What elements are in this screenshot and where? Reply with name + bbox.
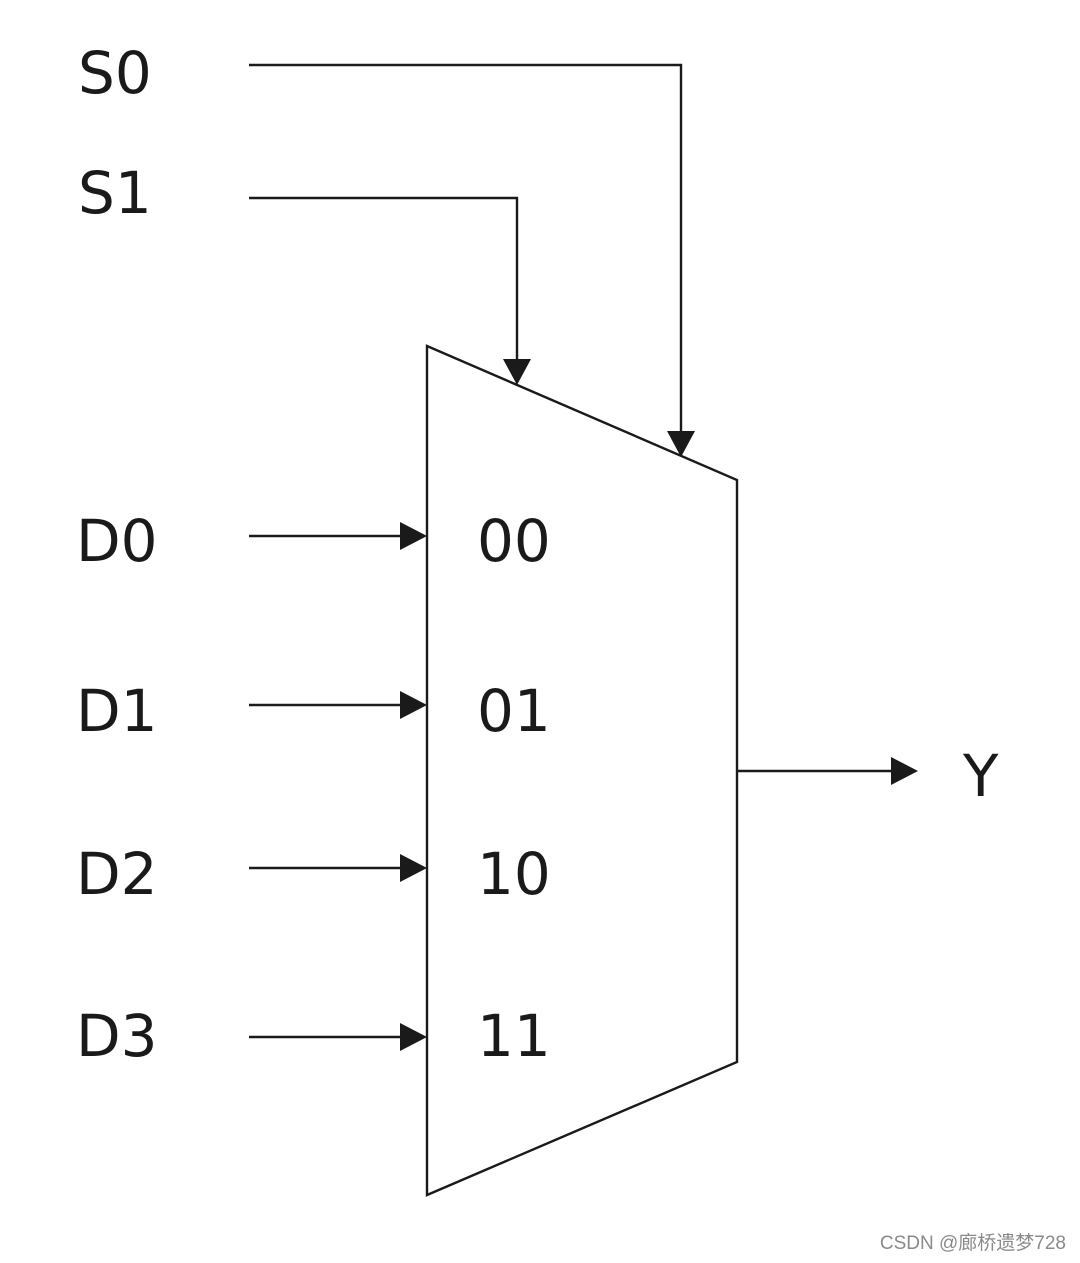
s1-label: S1 — [78, 159, 152, 227]
d0-code-label: 00 — [477, 507, 551, 575]
data-input-d1: D1 01 — [76, 677, 551, 745]
y-label: Y — [962, 742, 999, 810]
d3-arrowhead — [400, 1023, 427, 1051]
s1-wire — [249, 196, 519, 360]
d2-label: D2 — [76, 840, 158, 908]
select-line-s0: S0 — [78, 39, 695, 457]
d1-arrowhead — [400, 691, 427, 719]
data-input-d2: D2 10 — [76, 840, 551, 908]
d2-code-label: 10 — [477, 840, 551, 908]
d3-code-label: 11 — [477, 1002, 551, 1070]
output-y: Y — [737, 742, 999, 810]
s0-wire — [249, 63, 683, 432]
d1-label: D1 — [76, 677, 158, 745]
select-line-s1: S1 — [78, 159, 531, 385]
data-input-d0: D0 00 — [76, 507, 551, 575]
s0-arrowhead — [667, 431, 695, 457]
d0-label: D0 — [76, 507, 158, 575]
d0-arrowhead — [400, 522, 427, 550]
mux-body — [425, 344, 739, 1197]
d1-code-label: 01 — [477, 677, 551, 745]
s0-label: S0 — [78, 39, 152, 107]
d2-arrowhead — [400, 854, 427, 882]
s1-arrowhead — [503, 359, 531, 385]
data-input-d3: D3 11 — [76, 1002, 551, 1070]
y-arrowhead — [891, 757, 918, 785]
d3-label: D3 — [76, 1002, 158, 1070]
watermark-text: CSDN @廊桥遗梦728 — [879, 1233, 1066, 1254]
